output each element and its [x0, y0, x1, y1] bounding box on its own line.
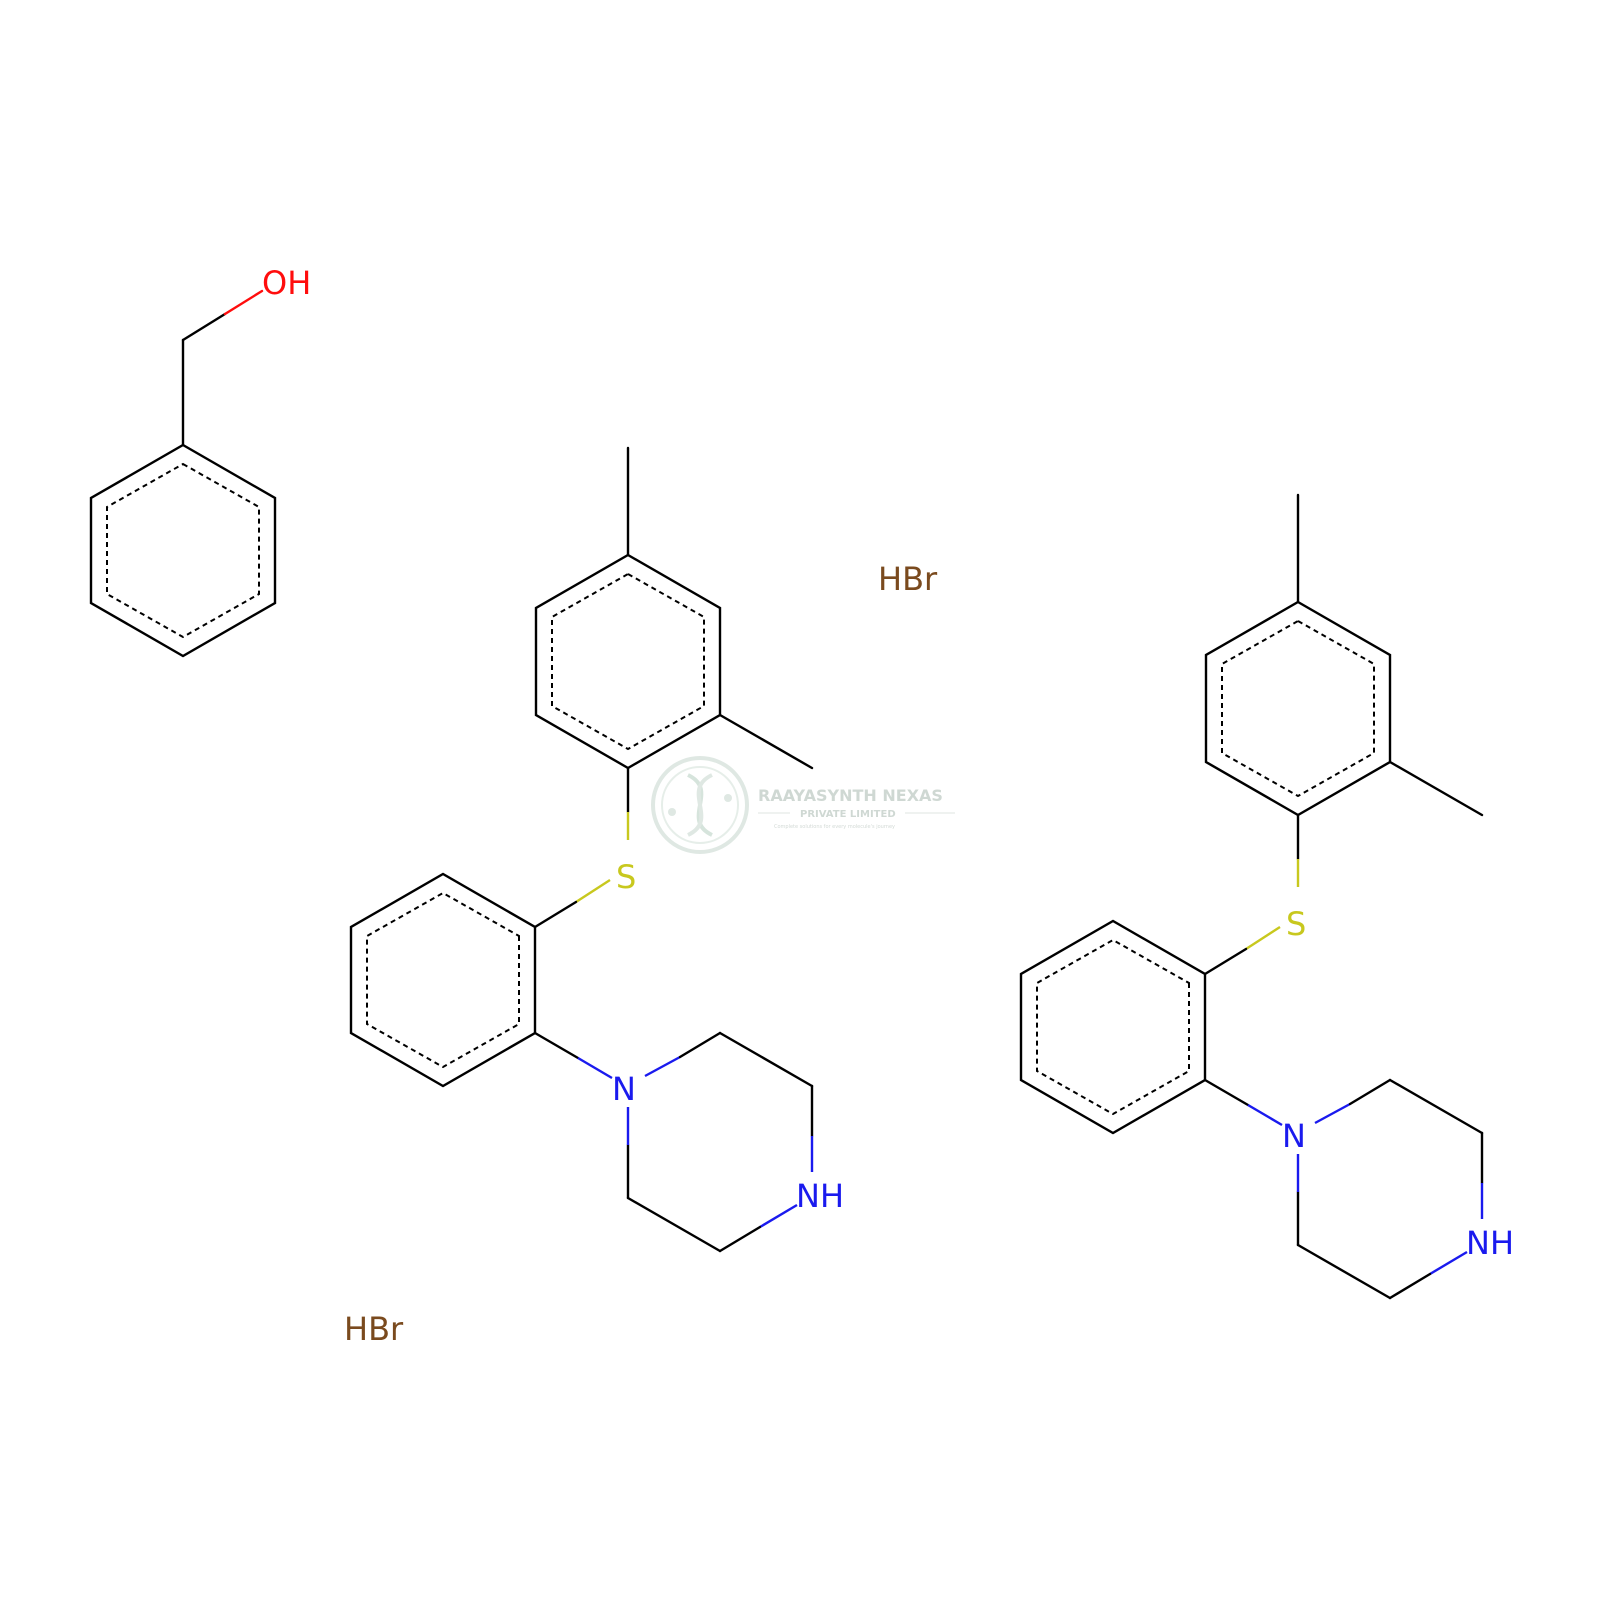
amine-label: NH [1466, 1224, 1514, 1262]
hbr-counterion-1: HBr [878, 560, 938, 598]
watermark-tagline: Complete solutions for every molecule's … [774, 824, 895, 830]
vortioxetine-molecule-2: S N NH [1019, 493, 1514, 1300]
watermark-logo-icon [651, 756, 749, 854]
dimethylphenyl-ring [1204, 600, 1392, 817]
amine-label: NH [796, 1177, 844, 1215]
hydroxyl-label: OH [262, 264, 311, 302]
company-watermark: RAAYASYNTH NEXAS PRIVATE LIMITED Complet… [651, 756, 955, 854]
watermark-company-name: RAAYASYNTH NEXAS [758, 786, 943, 805]
sulfur-label: S [616, 858, 636, 896]
sulfur-label: S [1286, 905, 1306, 943]
piperazine-n-label: N [1282, 1117, 1306, 1155]
piperazine-ring [1296, 1078, 1484, 1300]
hbr-counterion-2: HBr [344, 1310, 404, 1348]
benzyl-alcohol-molecule: OH [89, 264, 311, 658]
piperazine-n-label: N [612, 1070, 636, 1108]
piperazine-ring [626, 1031, 814, 1253]
benzene-ring [89, 443, 277, 658]
ortho-methyl-bond [1388, 760, 1484, 817]
vortioxetine-molecule-1: S N NH [349, 446, 844, 1253]
phenylene-ring [349, 872, 537, 1088]
dimethylphenyl-ring [534, 553, 722, 770]
phenylene-ring [1019, 919, 1207, 1135]
watermark-subtitle: PRIVATE LIMITED [800, 809, 896, 820]
ortho-methyl-bond [718, 713, 814, 770]
